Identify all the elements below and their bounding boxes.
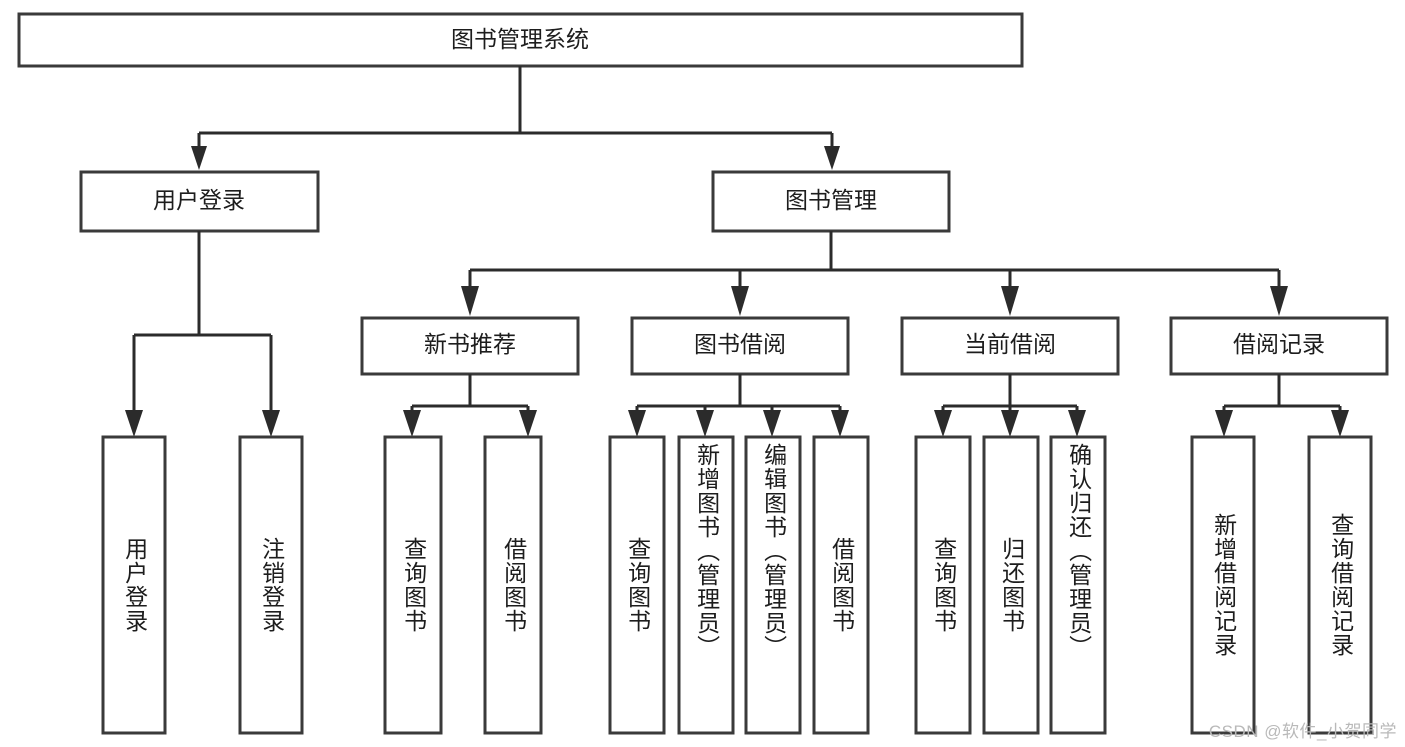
node-current-borrow-label: 当前借阅 (964, 331, 1056, 357)
leaf-query-record-box[interactable] (1307, 435, 1373, 735)
node-user-login-box[interactable] (79, 170, 320, 233)
leaf-boxes (101, 435, 1373, 735)
leaf-logout-box[interactable] (238, 435, 304, 735)
leaf-user-login-box[interactable] (101, 435, 167, 735)
arrow-to-current-borrow (1001, 286, 1019, 316)
arrow-to-leaf-logout (262, 410, 280, 437)
leaf-borrow-book-1-box[interactable] (483, 435, 543, 735)
arrow-to-book-borrow (731, 286, 749, 316)
leaf-query-book-2-box[interactable] (608, 435, 666, 735)
node-new-book-recommend[interactable]: 新书推荐 (360, 316, 580, 376)
arrow-to-leaf-borrow-book-2 (831, 410, 849, 437)
leaf-add-book-box[interactable] (677, 435, 735, 735)
arrow-to-book-manage (824, 146, 840, 170)
arrow-to-leaf-query-book-1 (403, 410, 421, 437)
arrow-to-new-book-recommend (461, 286, 479, 316)
leaf-confirm-return-box[interactable] (1049, 435, 1107, 735)
node-borrow-record-label: 借阅记录 (1233, 331, 1325, 357)
arrow-to-leaf-user-login (125, 410, 143, 437)
connector-book-borrow-to-leaves (628, 374, 849, 437)
leaf-query-book-3-box[interactable] (914, 435, 972, 735)
node-user-login[interactable]: 用户登录 (79, 170, 320, 233)
node-borrow-record[interactable]: 借阅记录 (1169, 316, 1389, 376)
connector-user-login-to-leaves (125, 231, 280, 437)
node-new-book-recommend-label: 新书推荐 (424, 331, 516, 357)
arrow-to-leaf-edit-book (763, 410, 781, 437)
leaf-return-book-box[interactable] (982, 435, 1040, 735)
connector-root-to-level2 (191, 66, 840, 170)
leaf-query-book-1-box[interactable] (383, 435, 443, 735)
connector-current-borrow-to-leaves (934, 374, 1086, 437)
arrow-to-leaf-add-record (1215, 410, 1233, 437)
arrow-to-leaf-return-book (1001, 410, 1019, 437)
connector-new-book-recommend-to-leaves (403, 374, 537, 437)
node-book-manage[interactable]: 图书管理 (711, 170, 951, 233)
arrow-to-leaf-borrow-book-1 (519, 410, 537, 437)
node-root[interactable]: 图书管理系统 (17, 12, 1024, 68)
leaf-edit-book-box[interactable] (744, 435, 802, 735)
node-new-book-recommend-box[interactable] (360, 316, 580, 376)
node-book-manage-label: 图书管理 (785, 187, 877, 213)
leaf-borrow-book-2-box[interactable] (812, 435, 870, 735)
node-current-borrow[interactable]: 当前借阅 (900, 316, 1120, 376)
arrow-to-user-login (191, 146, 207, 170)
arrow-to-leaf-query-book-3 (934, 410, 952, 437)
node-current-borrow-box[interactable] (900, 316, 1120, 376)
arrow-to-leaf-confirm-return (1068, 410, 1086, 437)
csdn-watermark: CSDN @软件_小贺同学 (1208, 722, 1397, 741)
arrow-to-leaf-query-record (1331, 410, 1349, 437)
arrow-to-leaf-query-book-2 (628, 410, 646, 437)
node-book-borrow[interactable]: 图书借阅 (630, 316, 850, 376)
arrow-to-leaf-add-book (696, 410, 714, 437)
node-root-label: 图书管理系统 (451, 26, 589, 52)
node-user-login-label: 用户登录 (153, 187, 245, 213)
arrow-to-borrow-record (1270, 286, 1288, 316)
leaf-add-record-box[interactable] (1190, 435, 1256, 735)
node-book-borrow-label: 图书借阅 (694, 331, 786, 357)
connector-borrow-record-to-leaves (1215, 374, 1349, 437)
connector-book-manage-to-level3 (461, 231, 1288, 316)
node-root-box[interactable] (17, 12, 1024, 68)
